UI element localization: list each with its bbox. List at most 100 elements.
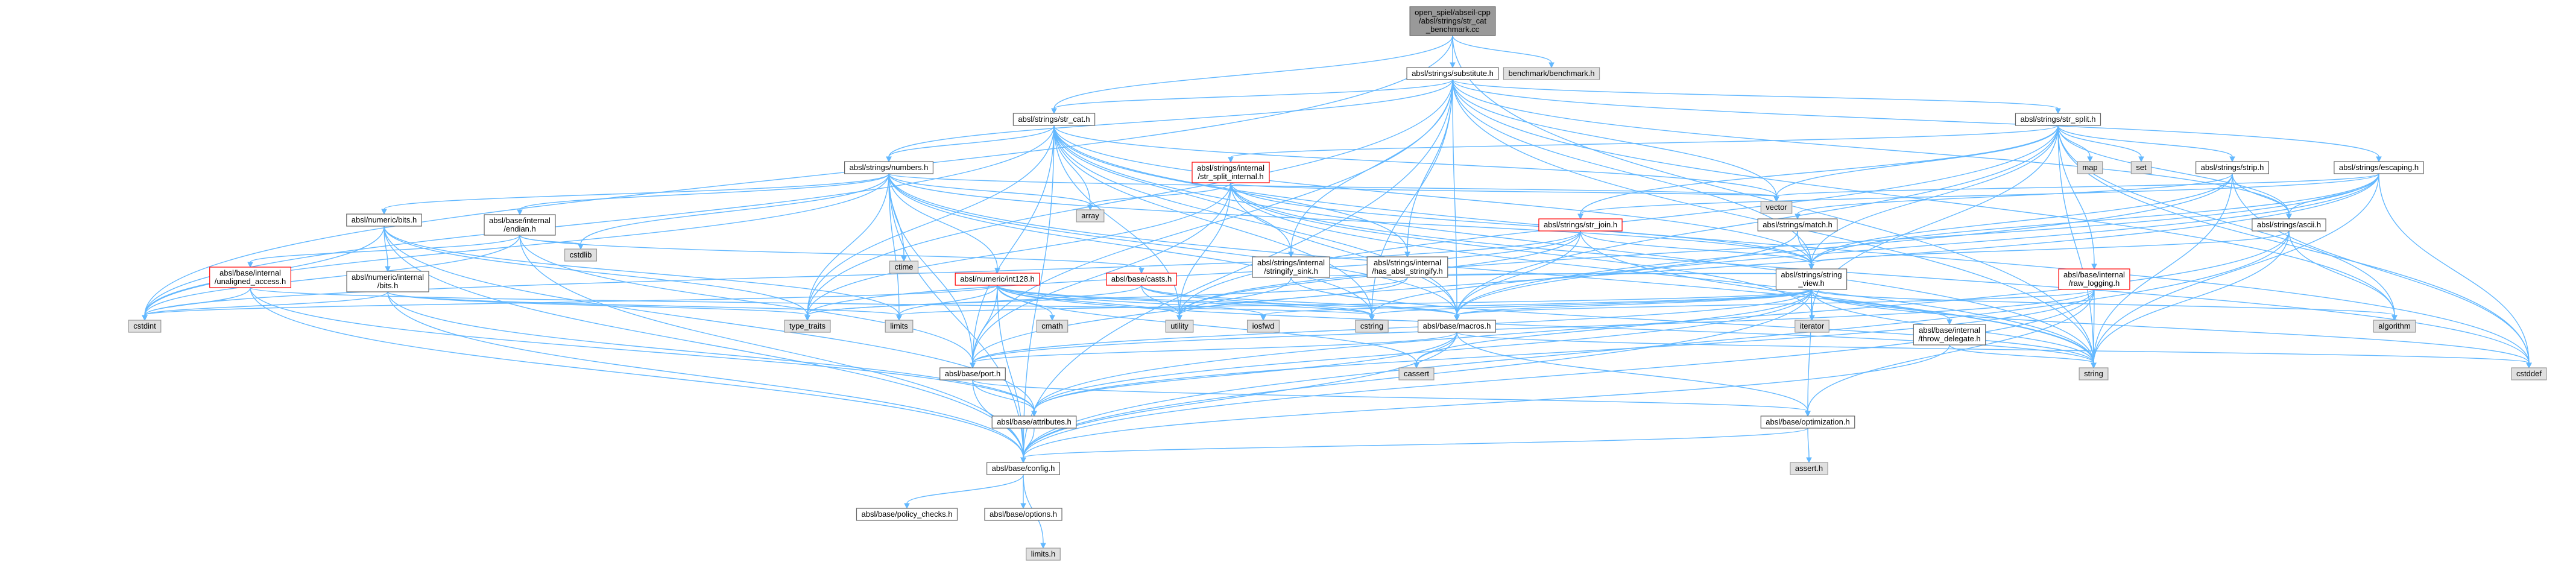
node-escaping[interactable]: absl/strings/escaping.h	[2334, 161, 2424, 174]
node-map[interactable]: map	[2077, 161, 2103, 174]
node-str-join[interactable]: absl/strings/str_join.h	[1538, 218, 1623, 232]
edge-line	[972, 125, 1055, 364]
node-box	[2015, 113, 2101, 126]
edge-throw-delegate-to-config	[1020, 344, 1950, 464]
node-cstdint[interactable]: cstdint	[128, 320, 162, 333]
edge-line	[1053, 125, 1777, 197]
edge-line	[1456, 289, 2095, 316]
node-label: absl/strings/ascii.h	[2257, 220, 2321, 229]
edge-line	[997, 285, 2094, 364]
node-int128[interactable]: absl/numeric/int128.h	[955, 273, 1040, 286]
edge-line	[519, 235, 581, 245]
node-iosfwd[interactable]: iosfwd	[1246, 320, 1280, 333]
edge-strip-to-cstddef	[2232, 173, 2532, 369]
edge-line	[888, 173, 1457, 316]
node-label: /has_absl_stringify.h	[1372, 267, 1443, 276]
node-stringify-sink[interactable]: absl/strings/internal/stringify_sink.h	[1252, 256, 1330, 278]
edge-string-view-to-algorithm	[1811, 289, 2398, 321]
edge-str-split-to-strip	[2057, 125, 2235, 163]
edge-line	[2378, 173, 2530, 364]
node-algorithm[interactable]: algorithm	[2373, 320, 2416, 333]
edge-line	[384, 226, 1024, 458]
node-port[interactable]: absl/base/port.h	[939, 367, 1006, 380]
edge-line	[250, 235, 520, 263]
node-throw-delegate[interactable]: absl/base/internal/throw_delegate.h	[1913, 324, 1986, 346]
node-label: iterator	[1800, 321, 1825, 330]
node-box	[128, 320, 162, 333]
node-casts[interactable]: absl/base/casts.h	[1106, 273, 1177, 286]
node-cstring[interactable]: cstring	[1355, 320, 1389, 333]
node-ascii[interactable]: absl/strings/ascii.h	[2252, 218, 2326, 232]
edge-arrowhead	[2055, 108, 2061, 115]
edge-ascii-to-algorithm	[2288, 230, 2398, 321]
node-match[interactable]: absl/strings/match.h	[1757, 218, 1838, 232]
edge-line	[384, 173, 889, 210]
edge-line	[1023, 125, 1055, 458]
node-options[interactable]: absl/base/options.h	[984, 508, 1062, 521]
edge-ascii-to-string	[2091, 230, 2290, 369]
edge-line	[1053, 125, 1292, 253]
node-label: absl/strings/match.h	[1763, 220, 1833, 229]
node-unaligned-access[interactable]: absl/base/internal/unaligned_access.h	[209, 267, 291, 288]
edge-arrowhead	[886, 156, 892, 163]
node-str-split-internal[interactable]: absl/strings/internal/str_split_internal…	[1192, 162, 1270, 183]
edge-int128-to-cstdint	[142, 285, 998, 321]
edge-line	[997, 285, 1024, 458]
node-limits-h[interactable]: limits.h	[1026, 548, 1061, 561]
node-string[interactable]: string	[2079, 367, 2109, 380]
node-limits[interactable]: limits	[885, 320, 914, 333]
node-label: absl/strings/str_join.h	[1544, 220, 1617, 229]
node-label: absl/numeric/bits.h	[352, 215, 417, 224]
edge-line	[888, 125, 1055, 157]
node-assert-h[interactable]: assert.h	[1790, 462, 1828, 475]
node-label: /endian.h	[504, 224, 536, 233]
node-numbers[interactable]: absl/strings/numbers.h	[844, 161, 933, 174]
edge-arrowhead	[2091, 362, 2097, 369]
edge-string-view-to-optimization	[1805, 289, 1812, 417]
edge-line	[807, 230, 1581, 316]
edge-line	[1452, 79, 1777, 197]
node-config[interactable]: absl/base/config.h	[987, 462, 1060, 475]
node-macros[interactable]: absl/base/macros.h	[1418, 320, 1496, 333]
node-policy-checks[interactable]: absl/base/policy_checks.h	[856, 508, 958, 521]
node-utility[interactable]: utility	[1165, 320, 1194, 333]
node-numeric-bits[interactable]: absl/numeric/bits.h	[346, 213, 422, 227]
node-box	[991, 415, 1077, 429]
node-ctime[interactable]: ctime	[889, 260, 919, 274]
edge-arrowhead	[1051, 108, 1057, 115]
node-raw-logging[interactable]: absl/base/internal/raw_logging.h	[2058, 268, 2130, 290]
edge-line	[1053, 125, 1091, 206]
edge-line	[1230, 125, 2059, 158]
node-cstdlib[interactable]: cstdlib	[564, 248, 598, 262]
node-label: string	[2084, 369, 2103, 378]
node-str-cat[interactable]: absl/strings/str_cat.h	[1012, 113, 1096, 126]
node-box	[1246, 320, 1280, 333]
node-array[interactable]: array	[1076, 209, 1105, 223]
edge-line	[144, 287, 251, 316]
node-vector[interactable]: vector	[1760, 201, 1793, 214]
node-string-view[interactable]: absl/strings/string_view.h	[1775, 268, 1848, 290]
node-cstddef[interactable]: cstddef	[2511, 367, 2547, 380]
node-str-split[interactable]: absl/strings/str_split.h	[2015, 113, 2101, 126]
edge-line	[2232, 173, 2290, 215]
node-box	[2077, 161, 2103, 174]
node-cmath[interactable]: cmath	[1036, 320, 1069, 333]
node-cassert[interactable]: cassert	[1398, 367, 1435, 380]
node-endian[interactable]: absl/base/internal/endian.h	[484, 214, 556, 236]
node-iterator[interactable]: iterator	[1795, 320, 1829, 333]
edge-line	[144, 291, 388, 316]
node-has-absl-stringify[interactable]: absl/strings/internal/has_absl_stringify…	[1366, 256, 1448, 278]
node-substitute[interactable]: absl/strings/substitute.h	[1406, 67, 1499, 80]
node-root[interactable]: open_spiel/abseil-cpp/absl/strings/str_c…	[1409, 6, 1496, 36]
node-attributes[interactable]: absl/base/attributes.h	[991, 415, 1077, 429]
edge-line	[888, 173, 1091, 206]
edge-line	[1023, 428, 1808, 458]
edge-line	[144, 285, 998, 316]
node-type-traits[interactable]: type_traits	[784, 320, 831, 333]
node-strip[interactable]: absl/strings/strip.h	[2196, 161, 2269, 174]
node-numeric-internal-bits[interactable]: absl/numeric/internal/bits.h	[346, 271, 429, 292]
node-optimization[interactable]: absl/base/optimization.h	[1760, 415, 1855, 429]
node-bench[interactable]: benchmark/benchmark.h	[1503, 67, 1600, 80]
edge-line	[997, 285, 1053, 316]
node-set[interactable]: set	[2130, 161, 2152, 174]
